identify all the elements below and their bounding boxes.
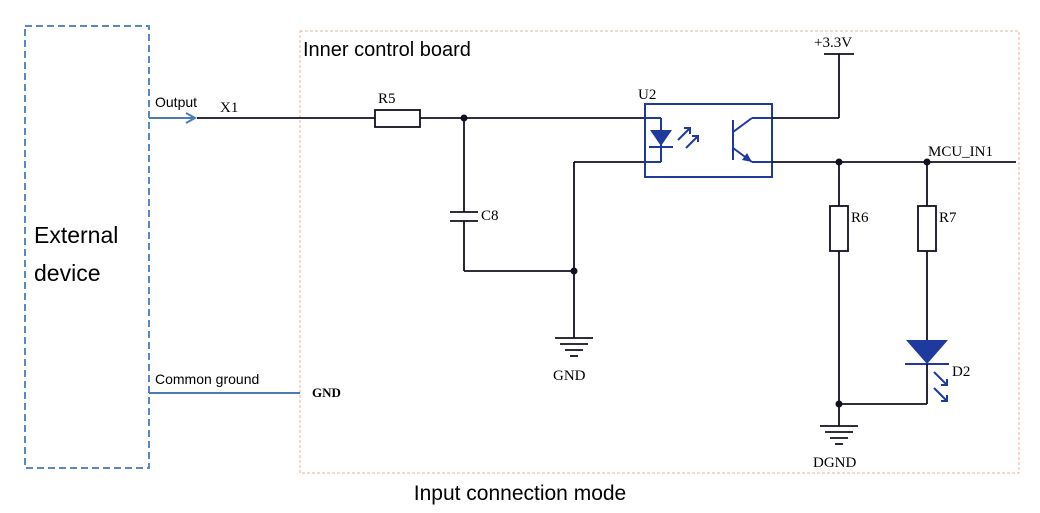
d2-label: D2 (952, 364, 970, 380)
external-device-label-line2: device (34, 260, 100, 286)
r5-label: R5 (378, 91, 396, 107)
c8-capacitor (450, 118, 574, 272)
junction-gnd (570, 267, 578, 275)
ground-return-wire (573, 161, 645, 338)
mcu-in1-label: MCU_IN1 (928, 144, 993, 160)
junction-dgnd (835, 400, 843, 408)
external-device-label-line1: External (34, 222, 118, 248)
external-device-box (24, 25, 150, 469)
d2-led (905, 340, 949, 404)
r6-label: R6 (851, 210, 869, 226)
u2-optocoupler (644, 103, 773, 178)
r7-label: R7 (939, 210, 957, 226)
u2-label: U2 (638, 87, 656, 103)
r6-resistor (829, 162, 849, 426)
inner-board-title: Inner control board (303, 39, 471, 61)
gnd-symbol (555, 337, 593, 357)
gnd-terminal-label: GND (312, 385, 341, 400)
r5-resistor (374, 109, 421, 128)
dgnd-symbol (820, 425, 858, 445)
v33-supply (772, 53, 854, 119)
r7-resistor (917, 162, 937, 340)
gnd-label: GND (553, 368, 586, 384)
figure-caption: Input connection mode (413, 482, 627, 505)
output-arrow (149, 112, 198, 124)
inner-board-box (299, 30, 1020, 474)
c8-label: C8 (481, 208, 499, 224)
x1-label: X1 (220, 100, 238, 116)
common-ground-label: Common ground (155, 371, 259, 387)
output-label: Output (155, 94, 197, 110)
v33-label: +3.3V (814, 35, 852, 51)
dgnd-label: DGND (813, 455, 856, 471)
